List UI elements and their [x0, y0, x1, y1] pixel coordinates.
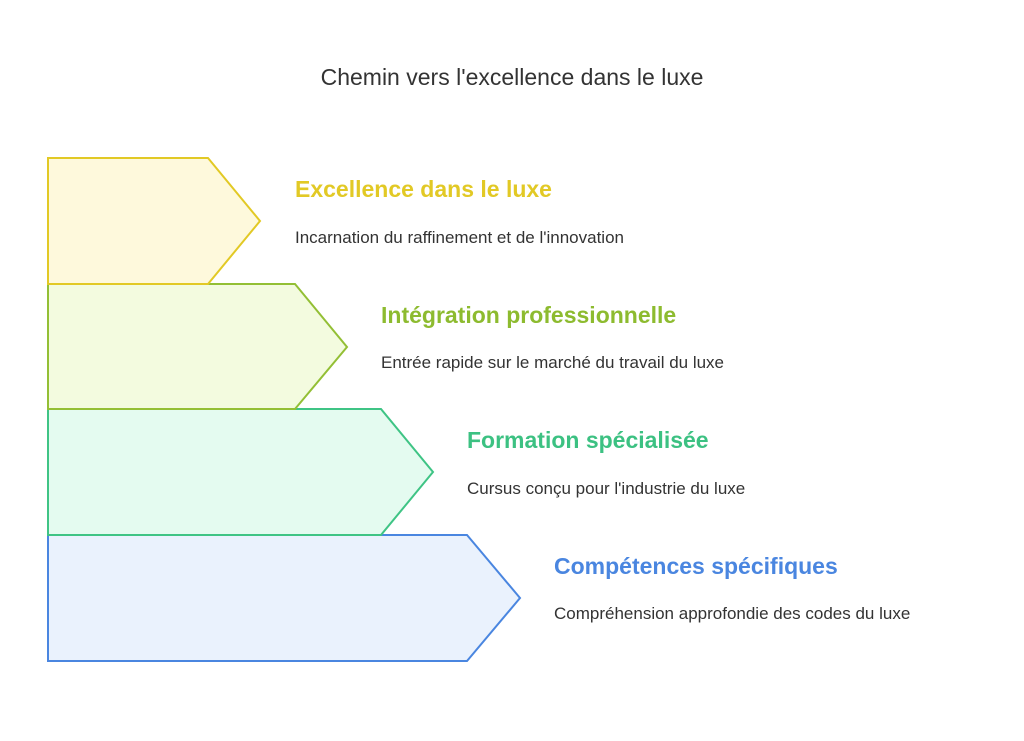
- step-shape-excellence: [47, 157, 262, 285]
- step-description-formation: Cursus conçu pour l'industrie du luxe: [467, 479, 746, 498]
- diagram-title: Chemin vers l'excellence dans le luxe: [320, 64, 704, 90]
- step-description-competences: Compréhension approfondie des codes du l…: [554, 604, 911, 623]
- step-title-competences: Compétences spécifiques: [554, 553, 838, 579]
- step-shape-competences: [47, 534, 522, 662]
- step-title-integration: Intégration professionnelle: [381, 302, 677, 328]
- step-shape-formation: [47, 408, 435, 536]
- step-shape-integration: [47, 283, 349, 410]
- step-title-excellence: Excellence dans le luxe: [295, 176, 552, 202]
- step-title-formation: Formation spécialisée: [467, 427, 709, 453]
- step-description-excellence: Incarnation du raffinement et de l'innov…: [295, 228, 624, 247]
- step-description-integration: Entrée rapide sur le marché du travail d…: [381, 353, 725, 372]
